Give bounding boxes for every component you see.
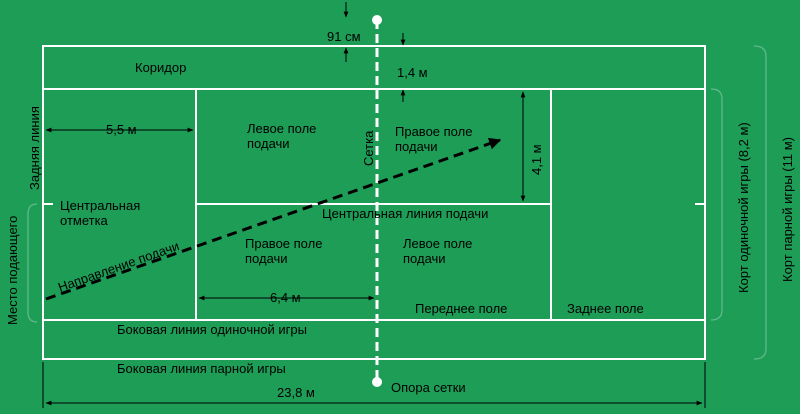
- court-length-value: 23,8 м: [277, 385, 315, 400]
- label-line: подачи: [247, 136, 290, 151]
- net-post-top: [372, 15, 382, 25]
- label-line: Правое поле: [395, 124, 472, 139]
- singles-court-label: Корт одиночной игры (8,2 м): [736, 122, 751, 293]
- baseline-label: Задняя линия: [27, 106, 42, 190]
- forecourt-label: Переднее поле: [415, 301, 507, 316]
- court-lines: [42, 45, 706, 360]
- corridor-label: Коридор: [135, 60, 186, 75]
- alley-width-value: 1,4 м: [397, 65, 428, 80]
- net-post-bottom: [372, 377, 382, 387]
- serve-direction-label: Направление подачи: [56, 238, 181, 295]
- doubles-court-label: Корт парной игры (11 м): [780, 137, 795, 282]
- doubles-sideline-label: Боковая линия парной игры: [117, 361, 286, 376]
- label-line: Левое поле: [403, 236, 472, 251]
- net-post-label: Опора сетки: [391, 380, 466, 395]
- label-line: подачи: [395, 139, 438, 154]
- service-box-width-value: 4,1 м: [529, 144, 544, 175]
- side-brackets: [27, 45, 767, 360]
- serve-direction-arrow: [45, 137, 502, 301]
- center-service-line-label: Центральная линия подачи: [322, 206, 488, 221]
- backcourt-depth-value: 5,5 м: [106, 122, 137, 137]
- bracket-doubles-court: [753, 45, 767, 360]
- server-place-label: Место подающего: [5, 216, 20, 325]
- singles-sideline-label: Боковая линия одиночной игры: [117, 322, 307, 337]
- bracket-singles-court: [710, 88, 723, 321]
- doubles-court-outline: [42, 45, 706, 360]
- label-line: Правое поле: [245, 236, 322, 251]
- bracket-server-place: [27, 203, 38, 323]
- net-post-offset-value: 91 см: [327, 29, 361, 44]
- net-label: Сетка: [361, 130, 376, 166]
- label-line: Левое поле: [247, 121, 316, 136]
- label-line: отметка: [60, 213, 109, 228]
- label-line: подачи: [403, 251, 446, 266]
- backcourt-label: Заднее поле: [567, 301, 644, 316]
- dimension-markers: [42, 2, 706, 408]
- label-line: подачи: [245, 251, 288, 266]
- service-line-distance-value: 6,4 м: [270, 290, 301, 305]
- label-line: Центральная: [60, 198, 140, 213]
